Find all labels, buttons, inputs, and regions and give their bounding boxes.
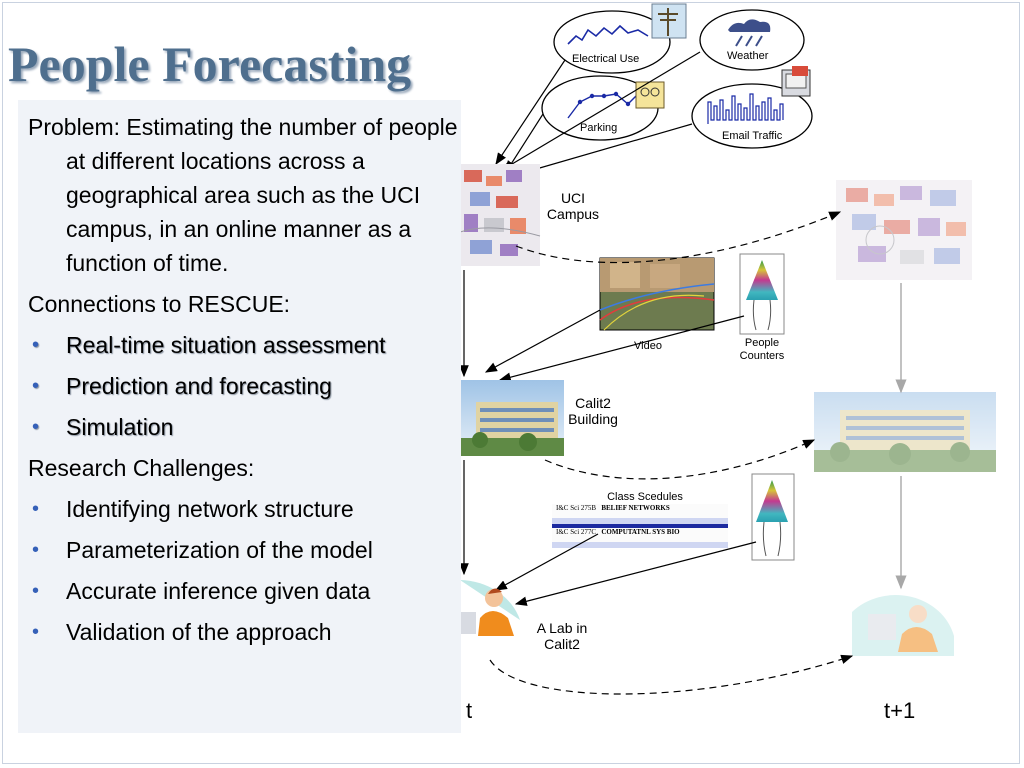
sensor-electrical-use [553,10,671,74]
schedule-row: I&C Sci 277C COMPUTATNL SYS BIO [556,528,680,536]
time-label-t: t [466,698,473,723]
problem-statement: Problem: Estimating the number of people… [28,114,458,276]
lab-worker-illustration-next [852,594,954,656]
lab-label: A Lab in Calit2 [526,620,598,652]
class-schedule-table [552,504,728,548]
text-body: Problem: Estimating the number of people… [28,110,458,656]
parking-label: Parking [580,122,618,134]
schedule-row: I&C Sci 275B BELIEF NETWORKS [556,504,670,512]
schedule-course-name: COMPUTATNL SYS BIO [601,528,680,536]
people-counter-figure [739,253,785,335]
sensor-email-traffic [691,83,813,149]
people-counters-label: People Counters [734,337,790,363]
calit2-building-photo-next [814,392,996,472]
video-thumbnail [599,257,715,331]
lab-label-line: Calit2 [544,636,580,652]
lab-worker-illustration [460,580,520,636]
connection-item: Simulation [28,410,458,444]
connections-heading: Connections to RESCUE: [28,291,291,317]
uci-campus-label-line: UCI [560,190,586,206]
connection-item: Real-time situation assessment [28,328,458,362]
telephone-pole-icon [651,3,687,39]
schedule-course-name: BELIEF NETWORKS [601,504,670,512]
parking-meter-icon [635,81,665,109]
weather-label: Weather [727,50,769,62]
lab-label-line: A Lab in [536,620,588,636]
connection-item: Prediction and forecasting [28,369,458,403]
challenge-item: Identifying network structure [28,492,458,526]
calit2-building-label: Calit2 Building [558,395,628,427]
video-label: Video [634,340,662,352]
sensor-parking [541,75,659,141]
calit2-building-photo [460,380,564,456]
calit2-building-label-line: Calit2 [575,395,611,411]
email-traffic-label: Email Traffic [722,130,783,142]
uci-campus-map [459,164,541,266]
time-label-t-plus-1: t+1 [884,698,916,723]
people-counters-label-line: People [744,337,780,349]
calit2-building-label-line: Building [568,411,618,427]
electrical-use-label: Electrical Use [572,53,640,65]
uci-campus-label: UCI Campus [538,190,608,222]
uci-campus-map-next [836,180,972,280]
challenges-heading: Research Challenges: [28,455,255,481]
slide-title: People Forecasting [8,36,412,92]
class-schedules-label: Class Scedules [607,491,683,503]
people-counter-figure-2 [751,473,795,561]
uci-campus-label-line: Campus [546,206,600,222]
people-counters-label-line: Counters [739,350,785,362]
schedule-course: I&C Sci 277C [556,528,597,536]
challenge-item: Parameterization of the model [28,533,458,567]
challenge-item: Accurate inference given data [28,574,458,608]
challenge-item: Validation of the approach [28,615,458,649]
computer-icon [781,66,811,97]
sensor-weather [699,9,805,71]
schedule-course: I&C Sci 275B [556,504,597,512]
